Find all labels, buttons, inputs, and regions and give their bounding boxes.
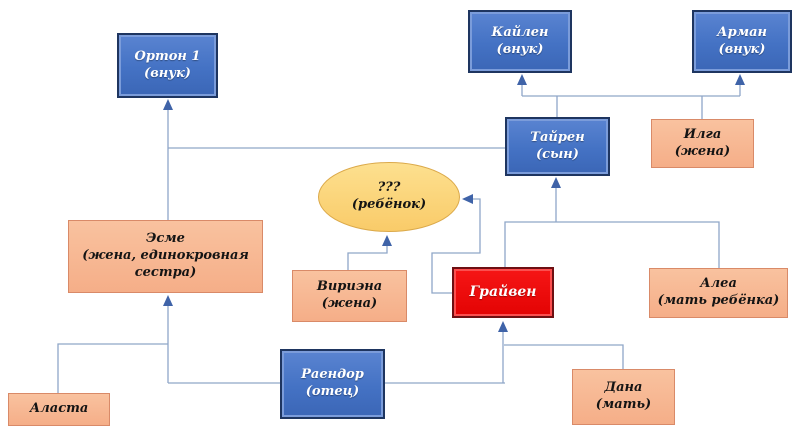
edge-graiven-alea-to-tairen [504,221,720,268]
edge-alasta-elbow [57,343,168,393]
node-alasta: Аласта [8,393,110,426]
node-alea: Алеа (мать ребёнка) [649,268,788,318]
arrowhead-into-kaylen [517,74,527,85]
edge-graiven-to-child-zigzag [431,198,481,294]
arrowhead-into-graiven [498,321,508,332]
arrowhead-into-arman [735,74,745,85]
node-graiven: Грайвен [452,267,554,318]
arrowhead-into-tairen [551,177,561,188]
node-dana: Дана (мать) [572,369,675,425]
node-ilga: Илга (жена) [651,119,754,168]
node-orton1: Ортон 1 (внук) [117,33,218,98]
node-arman: Арман (внук) [692,10,792,73]
edge-viriena-to-child [347,246,388,270]
arrowhead-into-child-bottom [382,235,392,246]
edge-dana-elbow [504,344,624,369]
arrowhead-into-orton [163,99,173,110]
arrowhead-into-esme [163,295,173,306]
node-viriena: Вириэна (жена) [292,270,407,322]
node-esme: Эсме (жена, единокровная сестра) [68,220,263,293]
node-raendor: Раендор (отец) [280,349,385,419]
arrowhead-into-child-right [462,194,473,204]
node-unknown-child: ??? (ребёнок) [318,162,460,232]
node-kaylen: Кайлен (внук) [468,10,572,73]
node-tairen: Тайрен (сын) [505,117,610,176]
